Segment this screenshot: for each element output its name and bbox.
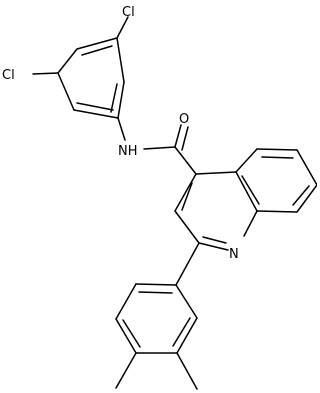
bond xyxy=(296,184,317,213)
bond-ring-nh xyxy=(117,117,126,141)
bond xyxy=(57,48,78,74)
bond xyxy=(172,317,191,347)
bond xyxy=(181,182,193,211)
quinoline-benzo-ring xyxy=(235,148,317,213)
bond xyxy=(241,175,260,205)
bond xyxy=(138,291,173,294)
bond xyxy=(261,156,294,159)
dichlorophenyl-ring xyxy=(57,37,125,119)
bond xyxy=(198,242,229,251)
bond xyxy=(115,318,137,354)
bond-methyl-right xyxy=(176,352,198,390)
bond xyxy=(176,317,198,354)
bond xyxy=(243,210,258,237)
bond xyxy=(235,171,258,212)
bond xyxy=(115,283,137,320)
atom-label-cl-top: Cl xyxy=(122,5,135,20)
bond-carbonyl-quinoline xyxy=(174,146,197,175)
bond xyxy=(235,148,258,173)
bond xyxy=(195,171,237,175)
bond xyxy=(296,149,317,186)
bond xyxy=(135,283,177,286)
bond-c-cl-left xyxy=(32,72,59,75)
bond-c-cl-top xyxy=(116,16,129,39)
bond xyxy=(256,210,298,213)
bond xyxy=(117,81,125,119)
bond-carbonyl-o xyxy=(174,124,182,148)
dimethylphenyl-ring xyxy=(115,283,198,354)
bond xyxy=(256,148,298,151)
bond xyxy=(122,319,141,348)
bond-nh-carbonyl xyxy=(143,146,176,150)
quinoline-pyridine-ring xyxy=(174,171,258,251)
bond xyxy=(175,284,198,319)
bond-methyl-left xyxy=(115,352,137,389)
bond-quinoline-aryl xyxy=(175,242,200,286)
bond xyxy=(76,102,114,111)
atom-label-o: O xyxy=(179,112,189,127)
bond xyxy=(292,185,310,206)
bond xyxy=(110,83,118,113)
bond-carbonyl-o-double xyxy=(181,126,189,151)
bond xyxy=(174,210,200,244)
bond xyxy=(202,236,227,244)
bond xyxy=(73,109,119,119)
bond xyxy=(81,45,113,56)
atom-label-cl-left: Cl xyxy=(2,68,15,83)
atom-label-nh: NH xyxy=(118,144,138,159)
bond xyxy=(174,173,197,212)
bond xyxy=(76,37,118,50)
atom-label-n: N xyxy=(229,247,239,262)
bond xyxy=(57,72,75,111)
bond xyxy=(116,37,125,83)
